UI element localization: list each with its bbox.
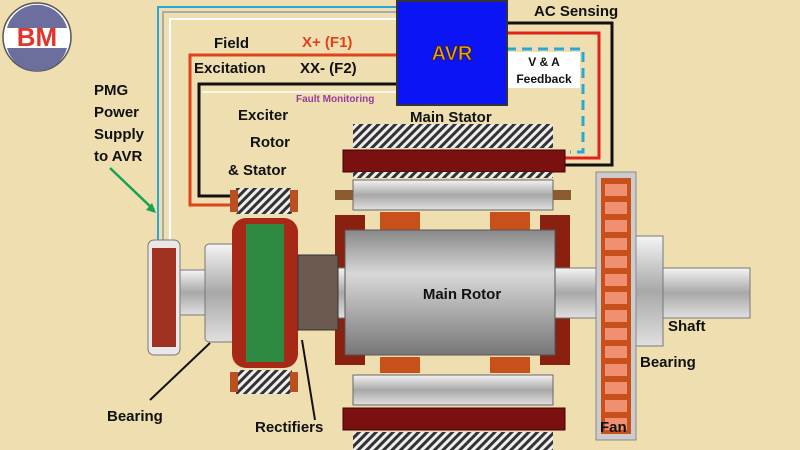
fan-blade: [605, 418, 627, 430]
fan-blade: [605, 184, 627, 196]
stator-winding-top: [342, 149, 566, 173]
pmg: [147, 239, 181, 356]
fan-label: Fan: [600, 419, 627, 436]
exciter-label-2: Rotor: [250, 134, 290, 151]
avr-box: AVR: [396, 0, 508, 106]
excitation-label: Excitation: [194, 60, 266, 77]
rectifiers-label: Rectifiers: [255, 419, 323, 436]
fan-blade: [605, 220, 627, 232]
fan-blade: [605, 382, 627, 394]
fan-blade: [605, 238, 627, 250]
main-rotor: [344, 229, 556, 356]
exciter-label-3: & Stator: [228, 162, 287, 179]
pmg-label-3: Supply: [94, 126, 145, 143]
fan-blade: [605, 400, 627, 412]
bearing-left-label: Bearing: [107, 408, 163, 425]
shaft-label: Shaft: [668, 318, 706, 335]
field-label: Field: [214, 35, 249, 52]
rotor-pole-top: [352, 179, 554, 211]
pmg-label-1: PMG: [94, 82, 128, 99]
logo-text: BM: [17, 22, 57, 52]
fault-monitoring-label: Fault Monitoring: [296, 94, 374, 105]
pmg-label-2: Power: [94, 104, 139, 121]
fan-blade: [605, 292, 627, 304]
avr-label: AVR: [432, 43, 473, 65]
va-label-1: V & A: [528, 55, 560, 69]
fan-blade: [605, 310, 627, 322]
fan-blade: [605, 202, 627, 214]
pmg-label-4: to AVR: [94, 148, 142, 165]
fan-blade: [605, 274, 627, 286]
exciter-label-1: Exciter: [238, 107, 288, 124]
stator-winding-bottom: [342, 407, 566, 431]
ac-sensing-label: AC Sensing: [534, 3, 618, 20]
stator-core-top: [353, 124, 553, 148]
fan-blade: [605, 256, 627, 268]
fan-blade: [605, 364, 627, 376]
rectifiers: [297, 254, 339, 331]
fan-blade: [605, 328, 627, 340]
fan-blade: [605, 346, 627, 358]
bm-logo: BM: [2, 2, 72, 72]
va-label-2: Feedback: [516, 72, 572, 86]
labels: AC Sensing Field X+ (F1) Excitation XX- …: [94, 3, 706, 436]
bearing-right: [634, 235, 664, 347]
x-plus-label: X+ (F1): [302, 34, 352, 51]
bearing-right-label: Bearing: [640, 354, 696, 371]
main-rotor-label: Main Rotor: [423, 286, 501, 303]
exciter: [230, 188, 298, 394]
main-stator-label: Main Stator: [410, 109, 492, 126]
xx-minus-label: XX- (F2): [300, 60, 357, 77]
bearing-left: [204, 243, 236, 343]
wiring: [157, 6, 614, 245]
